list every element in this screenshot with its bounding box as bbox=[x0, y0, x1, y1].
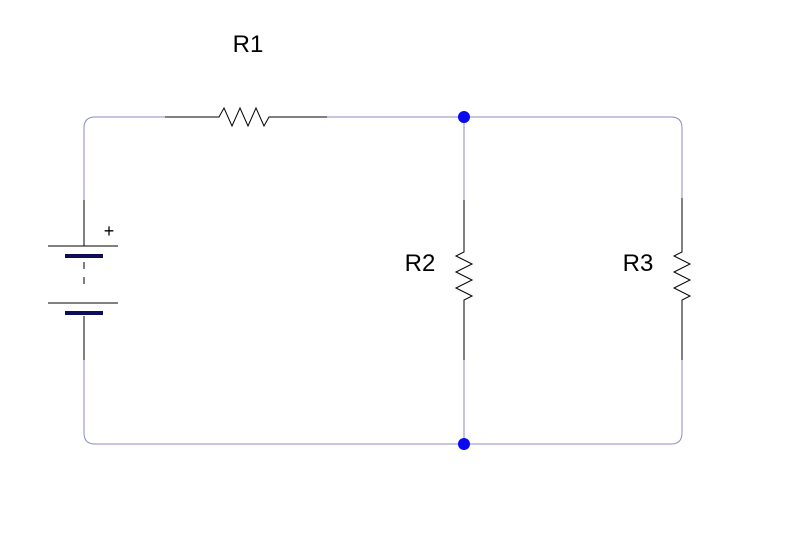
label-r2: R2 bbox=[405, 250, 436, 277]
battery-icon bbox=[48, 200, 118, 360]
junction-node-bottom bbox=[458, 438, 470, 450]
resistor-icon bbox=[454, 200, 474, 360]
resistor-r3 bbox=[672, 198, 692, 360]
resistor-icon bbox=[165, 106, 327, 128]
battery: + bbox=[48, 200, 118, 360]
resistor-r1 bbox=[165, 106, 327, 128]
resistor-icon bbox=[672, 198, 692, 360]
wire-bottom-right bbox=[464, 360, 683, 445]
battery-polarity-label: + bbox=[104, 221, 115, 241]
wires bbox=[83, 116, 683, 445]
wire-left-bottom bbox=[83, 360, 464, 445]
wire-left-top bbox=[83, 116, 165, 200]
wire-top-right bbox=[464, 116, 683, 198]
resistor-r2 bbox=[454, 200, 474, 360]
junction-node-top bbox=[458, 111, 470, 123]
label-r3: R3 bbox=[623, 250, 654, 277]
label-r1: R1 bbox=[233, 31, 264, 58]
